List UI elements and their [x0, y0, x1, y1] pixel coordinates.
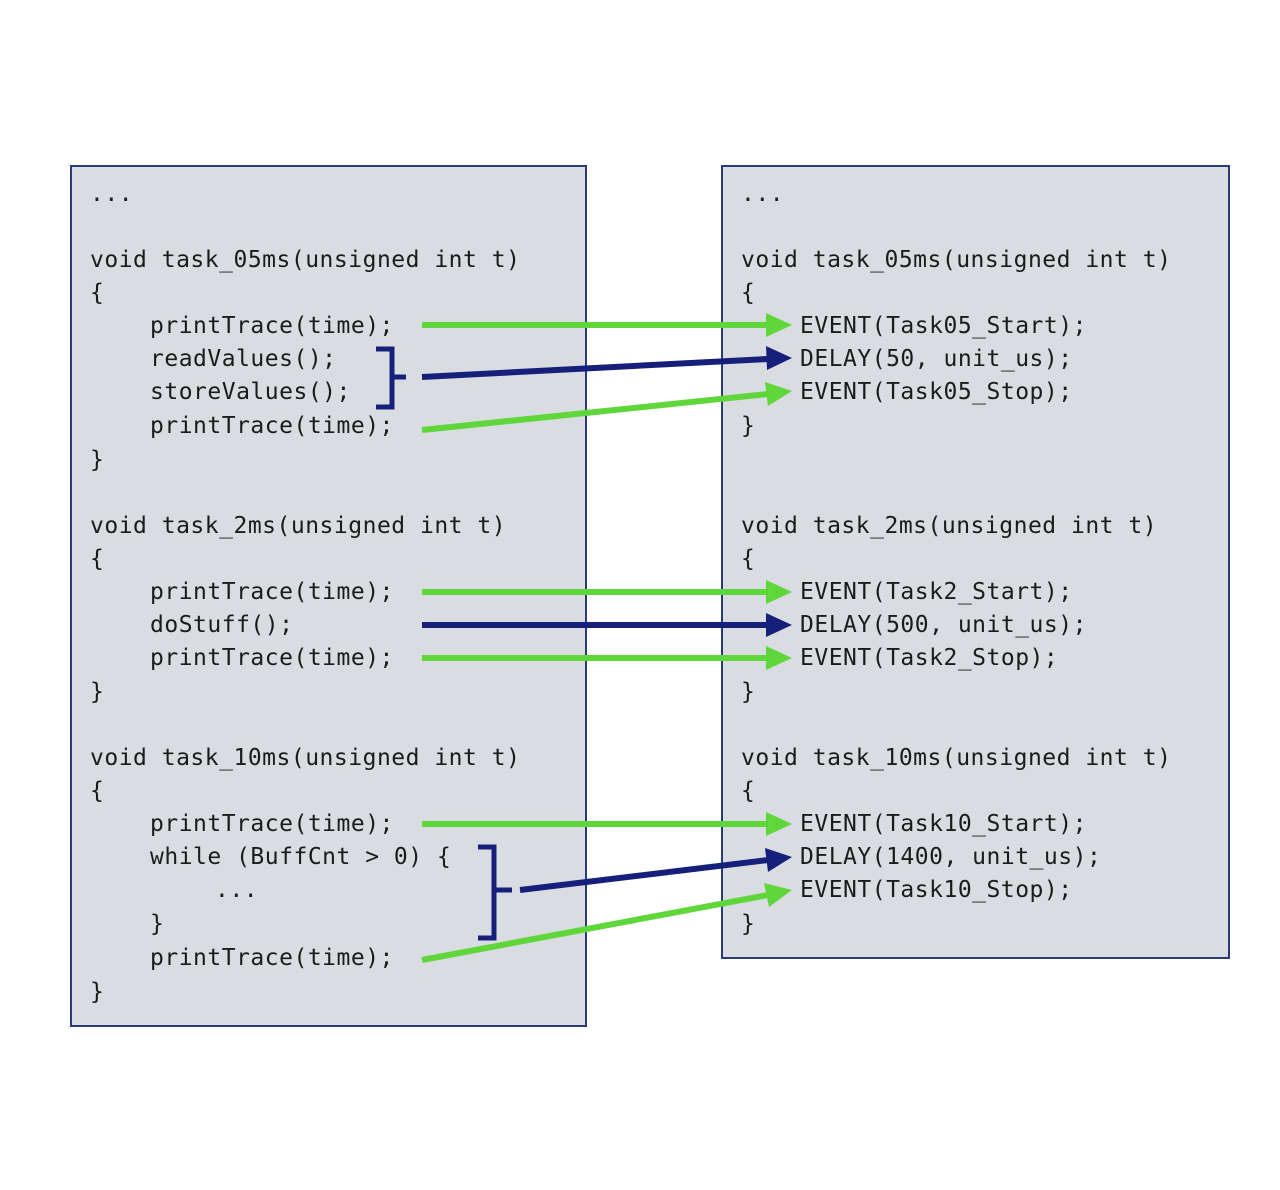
right-task2-signature: void task_2ms(unsigned int t) — [741, 513, 1158, 539]
left-task2-print-stop: printTrace(time); — [150, 645, 394, 671]
left-task2-print-start: printTrace(time); — [150, 579, 394, 605]
left-task05-open-brace: { — [90, 280, 105, 306]
right-task05-delay: DELAY(50, unit_us); — [800, 346, 1073, 372]
right-task10-close-brace: } — [741, 911, 756, 937]
instrumented-code-panel — [721, 165, 1230, 959]
right-task10-event-stop: EVENT(Task10_Stop); — [800, 877, 1073, 903]
right-task2-delay: DELAY(500, unit_us); — [800, 612, 1087, 638]
left-task05-print-stop: printTrace(time); — [150, 413, 394, 439]
left-task10-while-loop: while (BuffCnt > 0) { — [150, 844, 452, 870]
right-task05-event-start: EVENT(Task05_Start); — [800, 313, 1087, 339]
left-task10-signature: void task_10ms(unsigned int t) — [90, 745, 521, 771]
right-task2-event-start: EVENT(Task2_Start); — [800, 579, 1073, 605]
left-task10-print-stop: printTrace(time); — [150, 945, 394, 971]
left-task2-do-stuff: doStuff(); — [150, 612, 294, 638]
left-task10-loop-close: } — [150, 911, 165, 937]
right-task05-signature: void task_05ms(unsigned int t) — [741, 247, 1172, 273]
right-task05-close-brace: } — [741, 413, 756, 439]
left-ellipsis: ... — [90, 181, 134, 207]
right-task2-event-stop: EVENT(Task2_Stop); — [800, 645, 1059, 671]
left-task05-signature: void task_05ms(unsigned int t) — [90, 247, 521, 273]
right-task10-signature: void task_10ms(unsigned int t) — [741, 745, 1172, 771]
right-task2-close-brace: } — [741, 679, 756, 705]
right-task10-open-brace: { — [741, 778, 756, 804]
left-task10-open-brace: { — [90, 778, 105, 804]
left-task2-signature: void task_2ms(unsigned int t) — [90, 513, 507, 539]
right-task10-delay: DELAY(1400, unit_us); — [800, 844, 1102, 870]
left-task10-print-start: printTrace(time); — [150, 811, 394, 837]
left-task10-loop-body: ... — [215, 877, 259, 903]
right-task10-event-start: EVENT(Task10_Start); — [800, 811, 1087, 837]
right-ellipsis: ... — [741, 181, 785, 207]
right-task2-open-brace: { — [741, 546, 756, 572]
right-task05-open-brace: { — [741, 280, 756, 306]
left-task05-store-values: storeValues(); — [150, 379, 351, 405]
left-task05-read-values: readValues(); — [150, 346, 337, 372]
left-task05-close-brace: } — [90, 447, 105, 473]
left-task2-open-brace: { — [90, 546, 105, 572]
left-task2-close-brace: } — [90, 679, 105, 705]
left-task05-print-start: printTrace(time); — [150, 313, 394, 339]
right-task05-event-stop: EVENT(Task05_Stop); — [800, 379, 1073, 405]
left-task10-close-brace: } — [90, 979, 105, 1005]
